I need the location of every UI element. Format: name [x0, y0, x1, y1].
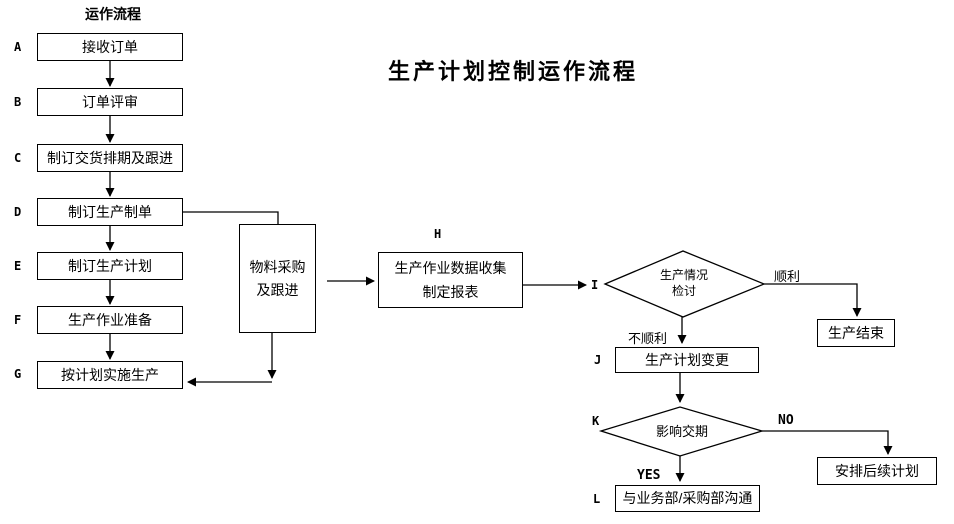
step-letter-d: D: [14, 205, 22, 219]
column-header: 运作流程: [85, 6, 141, 22]
node-data-collection-line1: 生产作业数据收集: [394, 260, 507, 277]
node-data-collection: 生产作业数据收集 制定报表: [378, 252, 523, 308]
node-plan-change: 生产计划变更: [615, 347, 759, 373]
step-letter-b: B: [14, 95, 22, 109]
node-job-preparation: 生产作业准备: [37, 306, 183, 334]
node-delivery-schedule: 制订交货排期及跟进: [37, 144, 183, 172]
step-letter-i: I: [591, 278, 599, 292]
edge-k-followup: [762, 430, 893, 455]
branch-label-yes: YES: [637, 468, 661, 483]
step-letter-j: J: [594, 353, 602, 367]
node-followup-plan: 安排后续计划: [817, 457, 937, 485]
step-letter-h: H: [434, 227, 442, 241]
branch-label-not-smooth: 不顺利: [628, 331, 668, 346]
node-material-line1: 物料采购: [249, 258, 306, 275]
node-material-procurement: 物料采购 及跟进: [239, 224, 316, 333]
decision-i-line1: 生产情况: [659, 268, 708, 282]
step-letter-a: A: [14, 40, 22, 54]
node-execute-production: 按计划实施生产: [37, 361, 183, 389]
decision-i-diamond: [603, 250, 766, 318]
decision-k-diamond: [598, 406, 765, 457]
node-communicate-departments: 与业务部/采购部沟通: [615, 485, 760, 512]
node-production-sheet: 制订生产制单: [37, 198, 183, 226]
step-letter-g: G: [14, 367, 22, 381]
node-data-collection-line2: 制定报表: [422, 283, 479, 300]
step-letter-l: L: [593, 492, 601, 506]
node-receive-order: 接收订单: [37, 33, 183, 61]
decision-delivery-impact: 影响交期: [655, 424, 708, 439]
decision-production-status: 生产情况 检讨: [634, 268, 734, 299]
edge-d-material: [183, 211, 279, 224]
branch-label-no: NO: [778, 413, 794, 428]
decision-i-line2: 检讨: [671, 283, 696, 298]
node-production-plan: 制订生产计划: [37, 252, 183, 280]
step-letter-f: F: [14, 313, 22, 327]
edge-i-end: [764, 283, 862, 317]
step-letter-c: C: [14, 151, 22, 165]
page-title: 生产计划控制运作流程: [388, 59, 639, 84]
branch-label-smooth: 顺利: [774, 269, 801, 284]
node-material-line2: 及跟进: [256, 282, 299, 298]
node-order-review: 订单评审: [37, 88, 183, 116]
step-letter-e: E: [14, 259, 22, 273]
step-letter-k: K: [592, 414, 600, 428]
node-production-end: 生产结束: [817, 319, 895, 347]
